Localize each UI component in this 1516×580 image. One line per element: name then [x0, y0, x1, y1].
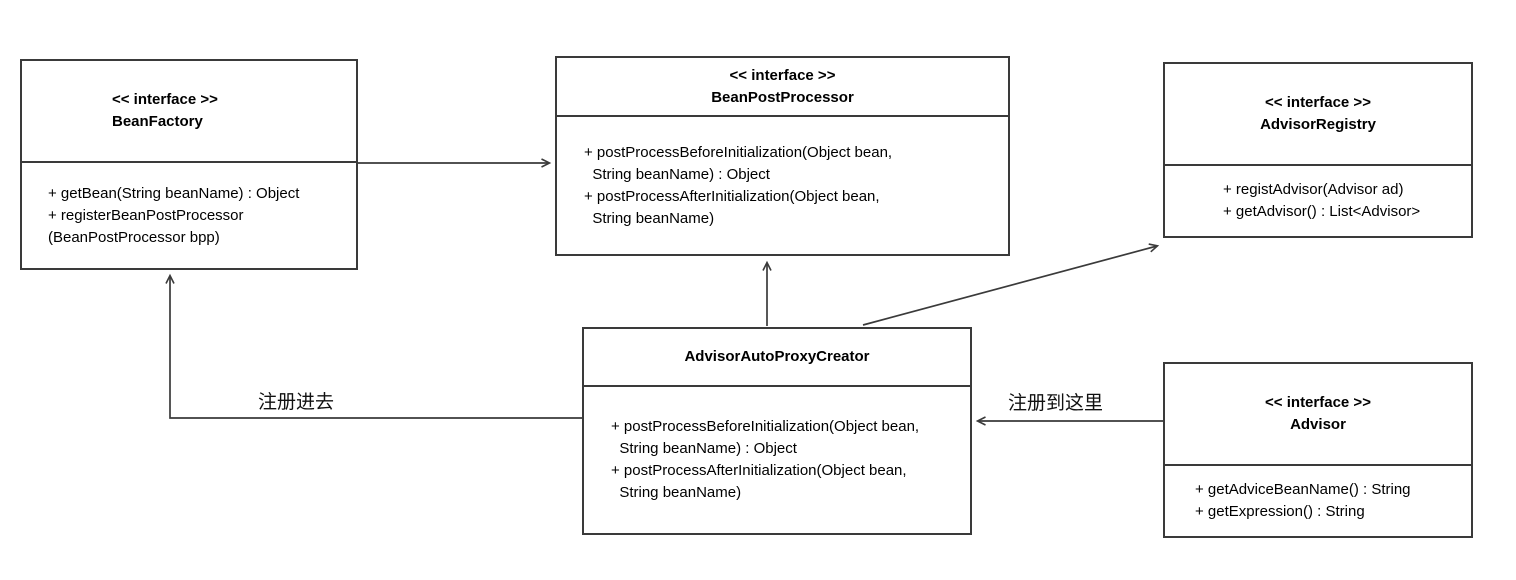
stereotype-label: << interface >> — [112, 91, 218, 108]
arrow-proxycreator-to-beanfactory — [165, 273, 582, 419]
class-box-beanfactory: << interface >> BeanFactory + getBean(St… — [20, 59, 358, 270]
class-methods: + postProcessBeforeInitialization(Object… — [557, 117, 1008, 254]
class-name: BeanFactory — [112, 113, 203, 130]
class-header: AdvisorAutoProxyCreator — [584, 329, 970, 387]
method-item: + registAdvisor(Advisor ad) — [1223, 181, 1404, 198]
method-item: + postProcessBeforeInitialization(Object… — [611, 418, 920, 457]
class-box-advisorautoproxycreator: AdvisorAutoProxyCreator + postProcessBef… — [582, 327, 972, 535]
class-name: BeanPostProcessor — [711, 88, 854, 106]
class-methods: + registAdvisor(Advisor ad) + getAdvisor… — [1165, 166, 1471, 236]
method-item: + registerBeanPostProcessor (BeanPostPro… — [48, 206, 244, 246]
edge-label-register-to-proxycreator: 注册到这里 — [1008, 393, 1104, 414]
method-item: + getAdviceBeanName() : String — [1195, 481, 1411, 498]
class-methods: + postProcessBeforeInitialization(Object… — [584, 387, 970, 533]
stereotype-label: << interface >> — [1265, 94, 1371, 111]
edge-label-register-into-beanfactory: 注册进去 — [258, 392, 335, 413]
stereotype-label: << interface >> — [729, 66, 836, 84]
class-box-beanpostprocessor: << interface >> BeanPostProcessor + post… — [555, 56, 1010, 256]
method-item: + postProcessAfterInitialization(Object … — [584, 187, 880, 227]
class-header: << interface >> BeanPostProcessor — [557, 58, 1008, 117]
class-box-advisor: << interface >> Advisor + getAdviceBeanN… — [1163, 362, 1473, 538]
class-methods: + getAdviceBeanName() : String + getExpr… — [1165, 466, 1471, 536]
class-methods: + getBean(String beanName) : Object + re… — [22, 163, 356, 268]
method-item: + getBean(String beanName) : Object — [48, 184, 300, 202]
class-name: AdvisorRegistry — [1260, 116, 1376, 133]
class-name: AdvisorAutoProxyCreator — [684, 348, 870, 365]
class-box-advisorregistry: << interface >> AdvisorRegistry + regist… — [1163, 62, 1473, 238]
method-item: + getExpression() : String — [1195, 503, 1365, 520]
stereotype-label: << interface >> — [1265, 394, 1371, 411]
arrow-proxycreator-to-advisorregistry — [862, 243, 1160, 326]
class-header: << interface >> Advisor — [1165, 364, 1471, 466]
class-name: Advisor — [1290, 416, 1346, 433]
method-item: + postProcessBeforeInitialization(Object… — [584, 143, 893, 183]
class-header: << interface >> AdvisorRegistry — [1165, 64, 1471, 166]
method-item: + postProcessAfterInitialization(Object … — [611, 462, 907, 501]
class-header: << interface >> BeanFactory — [22, 61, 356, 163]
method-item: + getAdvisor() : List<Advisor> — [1223, 203, 1421, 220]
